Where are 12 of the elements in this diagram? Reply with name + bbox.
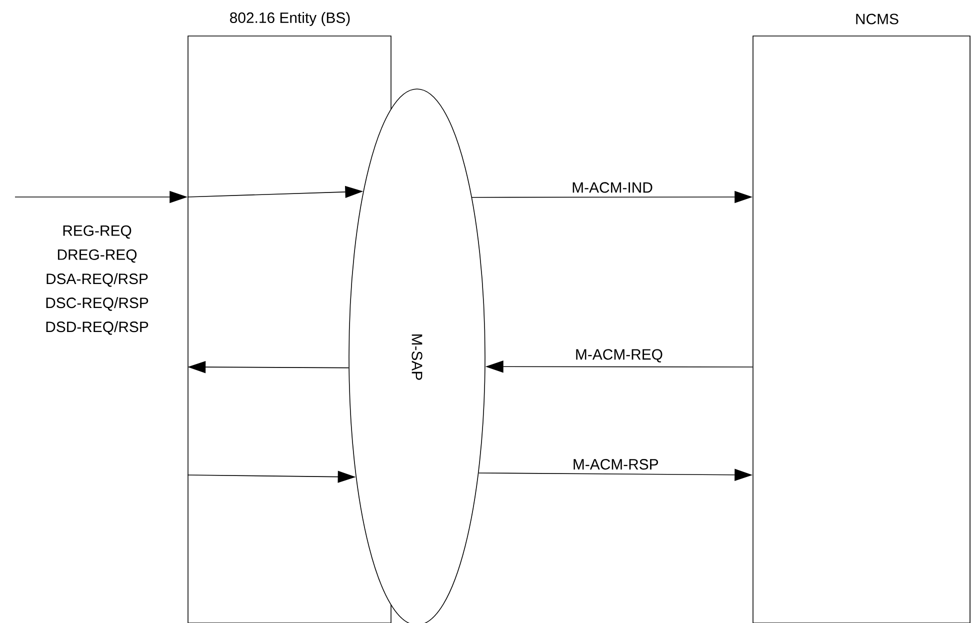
edge-label: M-ACM-IND [570,181,654,194]
message-name: DSA-REQ/RSP [46,273,148,287]
node-label: NCMS [856,14,898,24]
edge-label: M-ACM-REQ [574,348,664,364]
message-name: DSD-REQ/RSP [46,321,148,335]
message-name: DSC-REQ/RSP [46,297,148,311]
edge-label: M-ACM-RSP [571,458,660,471]
node-label: 802.16 Entity (BS) [230,12,350,26]
message-name: REG-REQ [63,225,132,239]
entity-box: NCMS [752,14,970,623]
message-name: DREG-REQ [58,249,137,263]
node-label: M-SAP [412,334,422,380]
